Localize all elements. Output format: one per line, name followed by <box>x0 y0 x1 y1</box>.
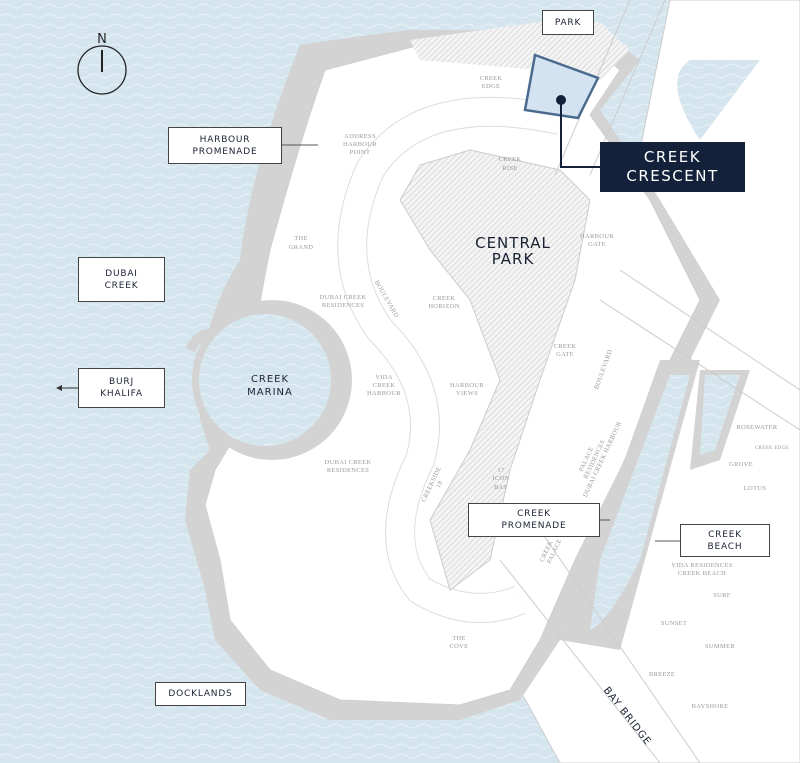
svg-text:HARBOUR: HARBOUR <box>343 141 377 148</box>
svg-text:18: 18 <box>435 480 444 489</box>
central-park-label-2: PARK <box>492 250 535 268</box>
svg-text:HARBOUR: HARBOUR <box>580 233 614 240</box>
creek-beach-water <box>590 375 690 630</box>
svg-text:EDGE: EDGE <box>482 83 501 90</box>
svg-text:CREEK: CREEK <box>433 295 456 302</box>
svg-text:DUBAI CREEK: DUBAI CREEK <box>320 294 367 301</box>
svg-text:BAY: BAY <box>494 484 508 491</box>
svg-text:CREEK: CREEK <box>554 343 577 350</box>
svg-text:GROVE: GROVE <box>729 461 753 468</box>
boulevard-road-inner <box>338 97 563 622</box>
svg-text:DUBAI CREEK: DUBAI CREEK <box>325 459 372 466</box>
creek-marina-label: CREEK <box>251 374 289 385</box>
park-callout: PARK <box>542 10 594 35</box>
svg-text:THE: THE <box>452 635 466 642</box>
svg-text:HORIZON: HORIZON <box>428 303 459 310</box>
callout-line <box>560 100 600 168</box>
svg-text:CREEK: CREEK <box>480 75 503 82</box>
svg-text:SURF: SURF <box>713 592 731 599</box>
svg-text:THE: THE <box>294 235 308 242</box>
svg-text:POINT: POINT <box>350 149 371 156</box>
svg-text:GATE: GATE <box>588 241 606 248</box>
svg-text:BREEZE: BREEZE <box>649 671 675 678</box>
creek-crescent-plot[interactable] <box>523 53 600 120</box>
svg-text:RESIDENCES: RESIDENCES <box>322 302 364 309</box>
central-park-area <box>399 149 591 591</box>
compass-icon: N <box>77 32 127 95</box>
svg-text:VIDA RESIDENCES: VIDA RESIDENCES <box>671 562 732 569</box>
svg-text:GRAND: GRAND <box>289 244 314 251</box>
svg-text:VIDA: VIDA <box>375 374 392 381</box>
arrow-left-icon <box>56 385 62 391</box>
creek-marina-water <box>199 314 331 446</box>
svg-text:CREEK: CREEK <box>499 156 522 163</box>
park-area <box>410 22 630 80</box>
creek-marina-label-2: MARINA <box>247 387 293 398</box>
svg-text:VIEWS: VIEWS <box>456 390 478 397</box>
svg-text:ROSEWATER: ROSEWATER <box>737 424 778 431</box>
svg-text:17: 17 <box>497 467 505 474</box>
central-park-label: CENTRAL <box>475 234 551 252</box>
svg-text:ICON: ICON <box>492 475 509 482</box>
svg-text:RISE: RISE <box>502 165 517 172</box>
water-inlet <box>677 60 760 140</box>
svg-text:LOTUS: LOTUS <box>744 485 767 492</box>
svg-text:COVE: COVE <box>450 643 469 650</box>
svg-text:CREEK EDGE: CREEK EDGE <box>755 446 789 451</box>
svg-text:RESIDENCES: RESIDENCES <box>327 467 369 474</box>
bay-bridge-road <box>499 529 701 763</box>
svg-text:CREEK: CREEK <box>373 382 396 389</box>
svg-text:HARBOUR: HARBOUR <box>450 382 484 389</box>
svg-text:SUNSET: SUNSET <box>661 620 687 627</box>
svg-text:GATE: GATE <box>556 351 574 358</box>
svg-text:SUMMER: SUMMER <box>705 643 735 650</box>
docklands-callout: DOCKLANDS <box>155 682 246 706</box>
svg-text:ADDRESS: ADDRESS <box>344 133 376 140</box>
compass-label: N <box>97 32 107 47</box>
svg-text:CREEK BEACH: CREEK BEACH <box>678 570 726 577</box>
svg-text:HARBOUR: HARBOUR <box>367 390 401 397</box>
svg-text:BAYSHORE: BAYSHORE <box>692 703 729 710</box>
